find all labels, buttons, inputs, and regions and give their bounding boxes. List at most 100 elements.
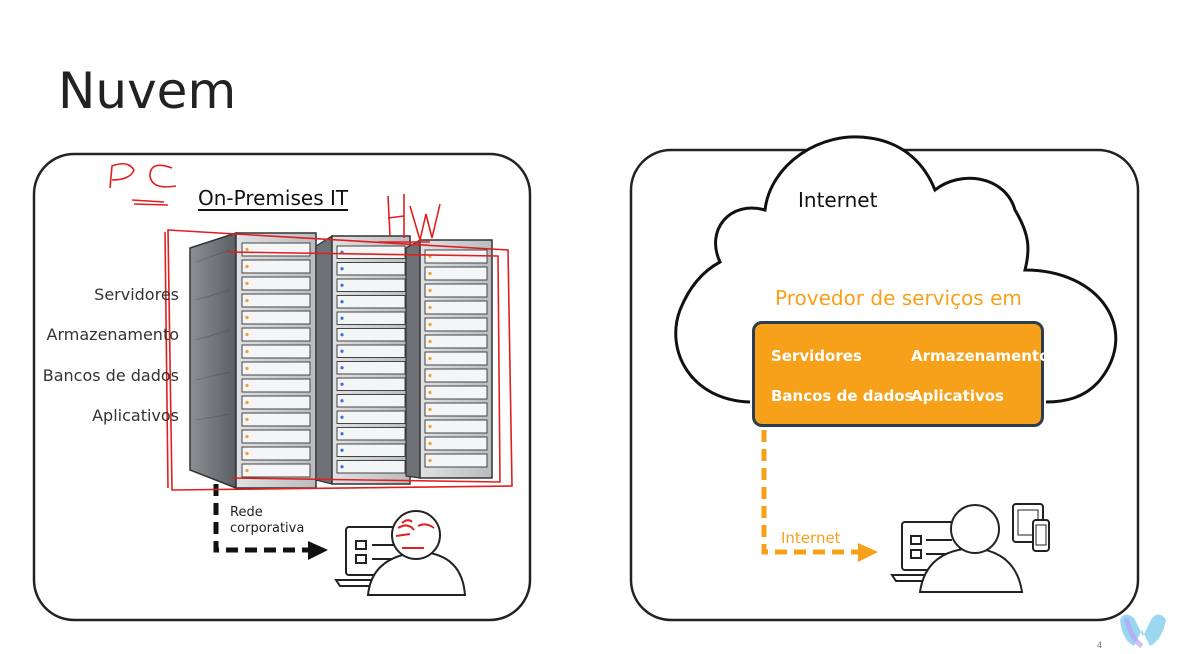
rack-led <box>245 264 249 269</box>
rack-led <box>340 316 344 320</box>
rack-led <box>245 434 249 439</box>
rack-led <box>340 300 344 304</box>
arrow-right-icon <box>308 541 328 560</box>
rack-led <box>245 417 249 422</box>
rack-unit <box>424 436 488 451</box>
rack-unit <box>241 412 311 427</box>
rack-led <box>340 267 344 271</box>
rack-led <box>245 332 249 337</box>
rack-slots <box>241 242 488 478</box>
rack-unit <box>336 460 406 474</box>
rack-led <box>245 383 249 388</box>
internet-link <box>761 430 860 555</box>
rack-unit <box>336 410 406 424</box>
rack-unit <box>336 427 406 441</box>
rack-unit <box>424 300 488 315</box>
rack-unit <box>336 262 406 276</box>
rack-led <box>340 415 344 419</box>
rack-unit <box>241 429 311 444</box>
rack-led <box>245 366 249 371</box>
rack-unit <box>241 446 311 461</box>
rack-unit <box>336 245 406 259</box>
network-label-line1: Rede <box>230 505 263 520</box>
rack-unit <box>336 344 406 358</box>
label-applications: Aplicativos <box>92 406 179 425</box>
rack-unit <box>241 327 311 342</box>
rack-led <box>245 247 249 252</box>
rack-led <box>340 432 344 436</box>
cloud-services-box: Servidores Armazenamento Bancos de dados… <box>752 321 1049 427</box>
rack-unit <box>424 283 488 298</box>
rack-unit <box>241 276 311 291</box>
rack-unit <box>241 344 311 359</box>
rack-led <box>245 468 249 473</box>
rack-led <box>340 465 344 469</box>
face-annotation <box>395 519 435 549</box>
arrow-right-icon <box>858 543 878 562</box>
rack-led <box>245 349 249 354</box>
rack-led <box>340 382 344 386</box>
rack-led <box>428 424 432 429</box>
cloud-label: Internet <box>798 188 878 212</box>
corporate-network-link <box>213 484 310 553</box>
rack-unit <box>336 311 406 325</box>
service-databases: Bancos de dados <box>771 387 914 405</box>
rack-unit <box>424 368 488 383</box>
label-storage: Armazenamento <box>46 325 179 344</box>
rack-led <box>340 349 344 353</box>
rack-led <box>340 448 344 452</box>
rack-unit <box>336 394 406 408</box>
rack-led <box>340 283 344 287</box>
rack-unit <box>241 293 311 308</box>
rack-unit <box>241 378 311 393</box>
rack-unit <box>424 317 488 332</box>
rack-led <box>428 441 432 446</box>
rack-unit <box>424 419 488 434</box>
rack-led <box>428 339 432 344</box>
rack-unit <box>336 278 406 292</box>
rack-led <box>245 298 249 303</box>
rack-unit <box>336 377 406 391</box>
network-label-line2: corporativa <box>230 521 305 536</box>
rack-unit <box>241 361 311 376</box>
rack-led <box>340 333 344 337</box>
rack-unit <box>336 295 406 309</box>
rack-led <box>428 356 432 361</box>
rack-unit <box>336 443 406 457</box>
label-servers: Servidores <box>94 285 179 304</box>
rack-led <box>428 390 432 395</box>
rack-unit <box>424 402 488 417</box>
rack-unit <box>241 310 311 325</box>
rack-unit <box>336 361 406 375</box>
rack-led <box>428 407 432 412</box>
service-applications: Aplicativos <box>911 387 1004 405</box>
rack-unit <box>241 395 311 410</box>
rack-led <box>245 451 249 456</box>
rack-led <box>245 400 249 405</box>
rack-led <box>245 281 249 286</box>
rack-led <box>428 305 432 310</box>
app-logo-icon <box>1120 614 1166 649</box>
rack-unit <box>424 249 488 264</box>
hardware-annotation <box>109 162 513 491</box>
rack-led <box>428 373 432 378</box>
rack-led <box>245 315 249 320</box>
rack-unit <box>241 242 311 257</box>
rack-unit <box>424 385 488 400</box>
phone-icon <box>1032 519 1050 552</box>
rack-unit <box>424 334 488 349</box>
rack-led <box>340 366 344 370</box>
rack-unit <box>241 259 311 274</box>
rack-unit <box>424 453 488 468</box>
rack-unit <box>336 328 406 342</box>
rack-unit <box>424 266 488 281</box>
rack-unit <box>241 463 311 478</box>
user-laptop-icon <box>890 504 1024 593</box>
service-storage: Armazenamento <box>911 347 1050 365</box>
rack-led <box>428 271 432 276</box>
internet-link-label: Internet <box>781 529 841 547</box>
on-premises-heading: On-Premises IT <box>198 186 349 210</box>
provider-label: Provedor de serviços em <box>775 286 1022 310</box>
rack-unit <box>424 351 488 366</box>
rack-led <box>428 288 432 293</box>
